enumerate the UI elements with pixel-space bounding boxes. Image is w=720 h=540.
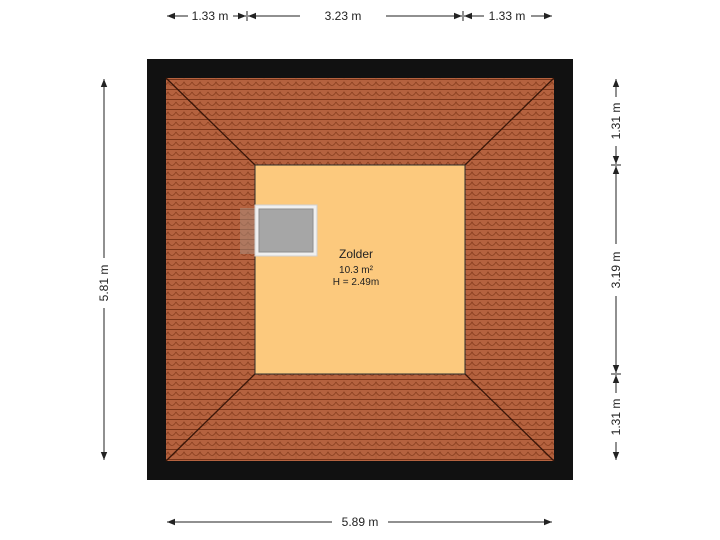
room-height: H = 2.49m <box>333 277 379 288</box>
dimension-right-1: 1.31 m <box>609 103 623 140</box>
room-name: Zolder <box>339 247 373 261</box>
dimension-bottom-label: 5.89 m <box>342 515 379 529</box>
room-area: 10.3 m² <box>339 265 374 276</box>
dimension-top-3: 1.33 m <box>489 9 526 23</box>
dimension-right-3: 1.31 m <box>609 399 623 436</box>
dimension-left-label: 5.81 m <box>97 265 111 302</box>
dimension-top-1: 1.33 m <box>192 9 229 23</box>
dimension-right <box>611 79 621 460</box>
dimension-top <box>167 11 552 21</box>
skylight <box>240 204 318 257</box>
room-zolder <box>254 164 466 375</box>
dimension-top-2: 3.23 m <box>325 9 362 23</box>
dimension-right-2: 3.19 m <box>609 252 623 289</box>
roof-hip-lines <box>165 77 555 462</box>
